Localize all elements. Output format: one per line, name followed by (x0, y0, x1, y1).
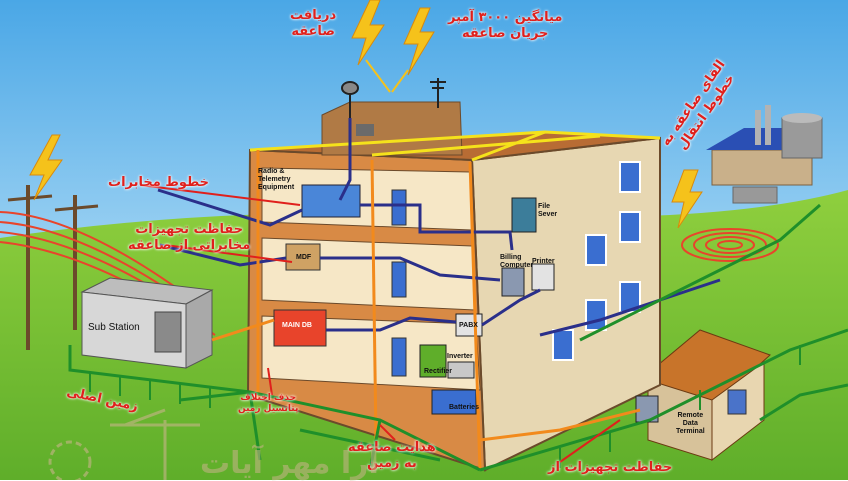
eq-remote: Remote Data Terminal (676, 412, 705, 435)
rooftop-antennas (341, 78, 446, 118)
eq-mdf: MDF (296, 254, 312, 261)
ground-rods (89, 345, 801, 468)
bolt-top-1-icon (351, 0, 385, 66)
label-avg-current: میانگین ۳۰۰۰ آمپر جریان صاعقه (448, 10, 563, 41)
bolt-top-2-icon (403, 7, 435, 76)
crane-watermark (48, 408, 200, 480)
eq-billing: Billing Computer (500, 254, 534, 269)
lightning-wiring (211, 150, 641, 471)
label-receive-lightning: دریافت صاعقه (290, 8, 337, 39)
label-pointers (139, 184, 621, 463)
eq-printer: Printer (532, 258, 555, 265)
strike-lines (365, 59, 409, 93)
power-poles (7, 185, 99, 350)
factory (706, 105, 823, 204)
signal-wiring (157, 118, 721, 337)
label-conduct-ground: هدایت صاعقه به زمین (348, 440, 436, 471)
eq-inverter: Inverter (447, 353, 473, 360)
watermark: آرا مهر آیات (200, 446, 379, 481)
eq-substation: Sub Station (88, 322, 140, 333)
eq-batteries: Batteries (449, 404, 479, 411)
equipment-blocks (273, 184, 659, 423)
substation (80, 277, 214, 369)
lightning-bolts (29, 0, 703, 229)
eq-main-db: MAIN DB (282, 322, 312, 329)
eq-file-server: File Sever (538, 203, 558, 218)
bolt-left-icon (29, 134, 63, 201)
label-telecom-lines: خطوط مخابرات (108, 175, 209, 190)
bolt-right-icon (671, 169, 703, 229)
label-telecom-protection: حفاظت تجهیزات مخابراتی از صاعقه (128, 222, 251, 253)
label-equipment-protection: حفاظت تجهیزات از (548, 460, 673, 475)
ground-grid (68, 203, 848, 472)
main-building (246, 101, 661, 472)
eq-pabx: PABX (459, 322, 478, 329)
induction-rings (681, 228, 779, 262)
eq-rectifier: Rectifier (424, 368, 453, 375)
eq-radio: Radio & Telemetry Equipment (258, 168, 295, 191)
label-potential-diff: حذف اختلاف پتانسیل زمین (238, 393, 299, 414)
